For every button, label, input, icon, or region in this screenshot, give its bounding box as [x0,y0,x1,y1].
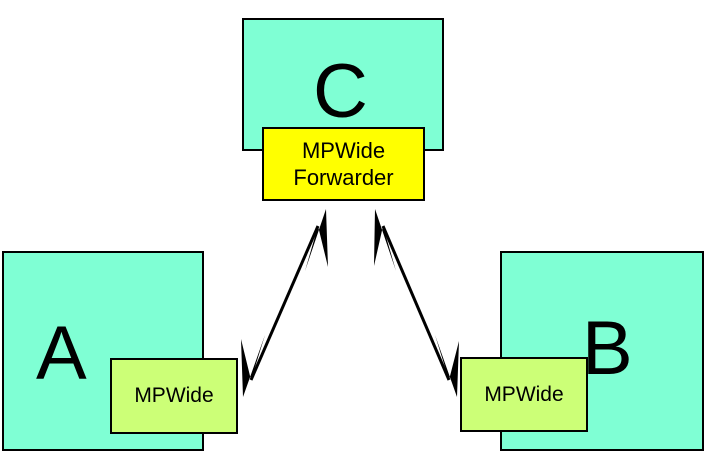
mpwide-a-label: MPWide [134,384,214,407]
arrow-b-to-c-head-bottom [435,335,459,397]
mpwide-b-box: MPWide [460,357,588,432]
arrow-a-to-c [241,209,328,397]
arrow-a-to-c-shaft [249,225,320,381]
arrow-b-to-c-shaft [381,225,451,381]
arrow-b-to-c-head-top [374,209,396,271]
arrow-a-to-c-head-bottom [241,335,265,397]
arrow-a-to-c-head-top [305,209,328,271]
forwarder-line-2: Forwarder [293,165,394,190]
mpwide-a-box: MPWide [110,358,238,434]
forwarder-line-1: MPWide [301,137,386,163]
site-c-label: C [313,49,368,134]
site-a-label: A [36,311,87,396]
mpwide-forwarder-box: MPWide Forwarder [262,127,425,201]
site-b-label: B [582,306,633,391]
mpwide-b-label: MPWide [484,382,564,406]
arrow-b-to-c [374,209,459,397]
